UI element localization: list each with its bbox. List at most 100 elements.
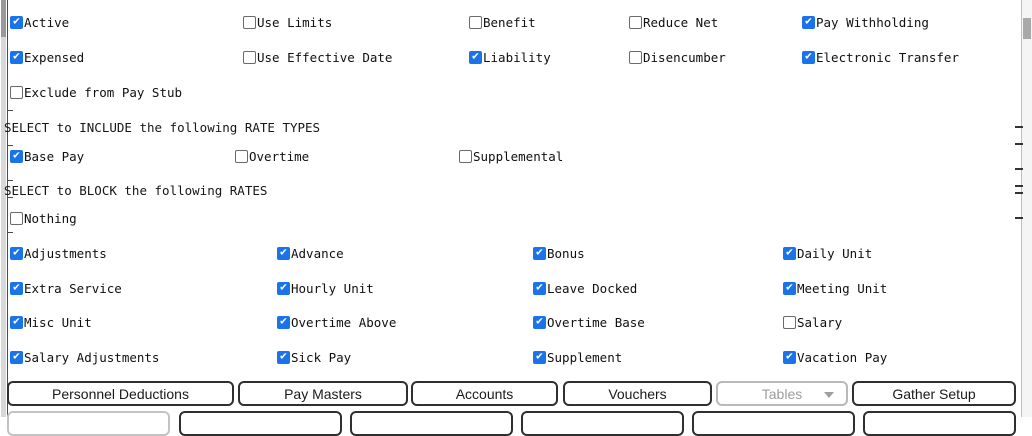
checkbox-disencumber[interactable]: Disencumber [629,50,726,65]
checkbox-box-icon[interactable] [783,247,796,260]
partial-button[interactable] [350,411,513,436]
checkbox-box-icon[interactable] [10,51,23,64]
checkbox-box-icon[interactable] [533,351,546,364]
checkbox-extra-service[interactable]: Extra Service [10,281,122,296]
checkbox-bonus[interactable]: Bonus [533,246,585,261]
checkbox-box-icon[interactable] [802,51,815,64]
checkbox-box-icon[interactable] [10,282,23,295]
checkbox-hourly-unit[interactable]: Hourly Unit [277,281,374,296]
section-border-tick [7,232,13,233]
checkbox-label: Benefit [483,15,536,30]
checkbox-box-icon[interactable] [533,282,546,295]
checkbox-supplement[interactable]: Supplement [533,350,622,365]
checkbox-box-icon[interactable] [10,16,23,29]
checkbox-exclude-from-pay-stub[interactable]: Exclude from Pay Stub [10,85,182,100]
checkbox-box-icon[interactable] [277,316,290,329]
checkbox-box-icon[interactable] [783,282,796,295]
checkbox-box-icon[interactable] [469,16,482,29]
section-border-tick [7,180,13,181]
pay-masters-button[interactable]: Pay Masters [238,381,408,406]
checkbox-box-icon[interactable] [10,86,23,99]
checkbox-box-icon[interactable] [235,150,248,163]
personnel-deductions-button[interactable]: Personnel Deductions [7,381,234,406]
checkbox-box-icon[interactable] [277,282,290,295]
checkbox-salary[interactable]: Salary [783,315,842,330]
checkbox-box-icon[interactable] [459,150,472,163]
checkbox-label: Reduce Net [643,15,719,30]
checkbox-box-icon[interactable] [243,16,256,29]
checkbox-box-icon[interactable] [629,16,642,29]
vouchers-button[interactable]: Vouchers [563,381,712,406]
checkbox-box-icon[interactable] [533,316,546,329]
checkbox-label: Overtime [249,149,310,164]
partial-button[interactable] [692,411,855,436]
checkbox-box-icon[interactable] [629,51,642,64]
checkbox-box-icon[interactable] [10,150,23,163]
tables-button-label: Tables [761,385,803,402]
checkbox-misc-unit[interactable]: Misc Unit [10,315,92,330]
left-frame-border [7,0,8,417]
checkbox-leave-docked[interactable]: Leave Docked [533,281,637,296]
checkbox-active[interactable]: Active [10,15,69,30]
checkbox-base-pay[interactable]: Base Pay [10,149,84,164]
checkbox-daily-unit[interactable]: Daily Unit [783,246,872,261]
checkbox-label: Exclude from Pay Stub [24,85,183,100]
checkbox-meeting-unit[interactable]: Meeting Unit [783,281,887,296]
right-scrollbar-track[interactable] [1022,0,1032,417]
checkbox-box-icon[interactable] [277,247,290,260]
right-scrollbar-thumb[interactable] [1023,18,1031,39]
checkbox-use-effective-date[interactable]: Use Effective Date [243,50,392,65]
checkbox-label: Pay Withholding [816,15,929,30]
checkbox-label: Advance [291,246,344,261]
checkbox-label: Use Effective Date [257,50,393,65]
checkbox-label: Active [24,15,70,30]
checkbox-adjustments[interactable]: Adjustments [10,246,107,261]
gather-setup-button[interactable]: Gather Setup [852,381,1016,406]
partial-button[interactable] [179,411,342,436]
checkbox-box-icon[interactable] [783,316,796,329]
checkbox-box-icon[interactable] [10,212,23,225]
checkbox-salary-adjustments[interactable]: Salary Adjustments [10,350,159,365]
checkbox-vacation-pay[interactable]: Vacation Pay [783,350,887,365]
checkbox-expensed[interactable]: Expensed [10,50,84,65]
left-scrollbar-track[interactable] [1,0,6,417]
checkbox-overtime-base[interactable]: Overtime Base [533,315,645,330]
tables-dropdown-button[interactable]: Tables [716,381,848,406]
partial-button[interactable] [521,411,684,436]
checkbox-label: Hourly Unit [291,281,374,296]
checkbox-box-icon[interactable] [533,247,546,260]
checkbox-box-icon[interactable] [469,51,482,64]
checkbox-pay-withholding[interactable]: Pay Withholding [802,15,929,30]
checkbox-box-icon[interactable] [10,316,23,329]
checkbox-electronic-transfer[interactable]: Electronic Transfer [802,50,959,65]
checkbox-sick-pay[interactable]: Sick Pay [277,350,351,365]
deduction-setup-page: { "headers": { "include_rate_types": "SE… [0,0,1032,417]
checkbox-box-icon[interactable] [783,351,796,364]
checkbox-overtime[interactable]: Overtime [235,149,309,164]
checkbox-use-limits[interactable]: Use Limits [243,15,332,30]
checkbox-label: Misc Unit [24,315,92,330]
checkbox-liability[interactable]: Liability [469,50,551,65]
partial-button[interactable] [7,411,170,436]
checkbox-label: Overtime Above [291,315,397,330]
checkbox-overtime-above[interactable]: Overtime Above [277,315,396,330]
checkbox-box-icon[interactable] [10,351,23,364]
checkbox-label: Electronic Transfer [816,50,959,65]
checkbox-advance[interactable]: Advance [277,246,344,261]
checkbox-reduce-net[interactable]: Reduce Net [629,15,718,30]
partial-button[interactable] [863,411,1016,436]
checkbox-box-icon[interactable] [802,16,815,29]
accounts-button[interactable]: Accounts [411,381,558,406]
checkbox-nothing[interactable]: Nothing [10,211,77,226]
checkbox-box-icon[interactable] [277,351,290,364]
checkbox-benefit[interactable]: Benefit [469,15,536,30]
section-border-tick [1015,168,1023,170]
checkbox-box-icon[interactable] [243,51,256,64]
section-border-tick [7,145,13,146]
left-scrollbar-thumb[interactable] [1,0,6,37]
checkbox-label: Sick Pay [291,350,352,365]
section-border-tick [7,197,13,198]
checkbox-box-icon[interactable] [10,247,23,260]
checkbox-supplemental[interactable]: Supplemental [459,149,563,164]
checkbox-label: Base Pay [24,149,85,164]
